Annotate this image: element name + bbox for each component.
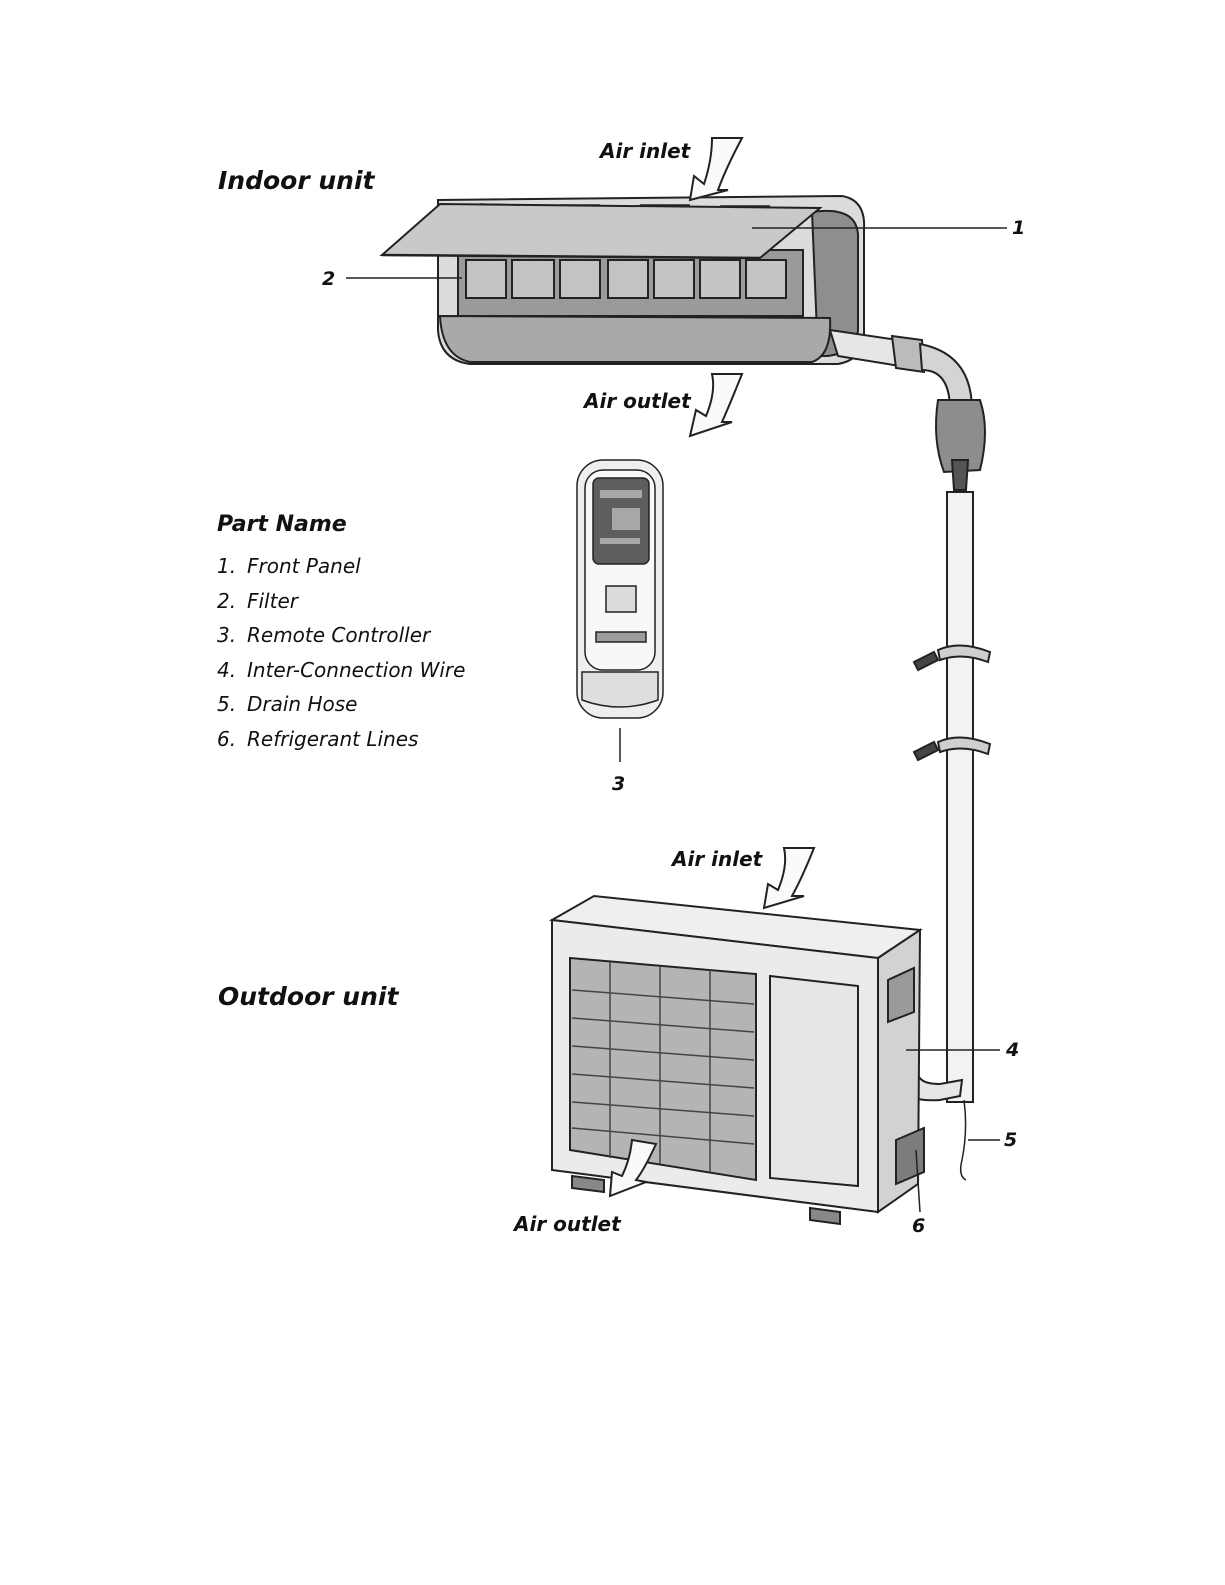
callout-2: 2 bbox=[322, 268, 335, 290]
indoor-air-inlet-arrow bbox=[690, 138, 742, 200]
remote-controller bbox=[577, 460, 663, 718]
part-item: 2.Filter bbox=[217, 587, 465, 622]
parts-list-title: Part Name bbox=[217, 512, 347, 537]
refrigerant-pipe-indoor bbox=[830, 330, 985, 490]
part-item: 3.Remote Controller bbox=[217, 621, 465, 656]
callout-5: 5 bbox=[1004, 1129, 1017, 1151]
part-number: 5. bbox=[217, 690, 247, 718]
outdoor-air-outlet-label: Air outlet bbox=[512, 1212, 622, 1236]
part-item: 4.Inter-Connection Wire bbox=[217, 656, 465, 691]
part-item: 6.Refrigerant Lines bbox=[217, 725, 465, 760]
outdoor-air-inlet-arrow bbox=[764, 848, 814, 908]
callout-6: 6 bbox=[912, 1215, 925, 1237]
part-name: Filter bbox=[247, 589, 298, 613]
part-name: Inter-Connection Wire bbox=[247, 658, 465, 682]
indoor-unit-title: Indoor unit bbox=[218, 166, 376, 195]
part-number: 1. bbox=[217, 552, 247, 580]
outdoor-unit-title: Outdoor unit bbox=[218, 982, 399, 1011]
part-number: 4. bbox=[217, 656, 247, 684]
indoor-air-outlet-arrow bbox=[690, 374, 742, 436]
indoor-unit bbox=[382, 196, 864, 364]
parts-list: 1.Front Panel 2.Filter 3.Remote Controll… bbox=[217, 552, 465, 759]
part-name: Drain Hose bbox=[247, 692, 357, 716]
part-name: Front Panel bbox=[247, 554, 361, 578]
indoor-air-outlet-label: Air outlet bbox=[582, 389, 692, 413]
part-item: 5.Drain Hose bbox=[217, 690, 465, 725]
part-item: 1.Front Panel bbox=[217, 552, 465, 587]
drain-hose bbox=[961, 1100, 966, 1180]
part-name: Refrigerant Lines bbox=[247, 727, 418, 751]
part-number: 6. bbox=[217, 725, 247, 753]
part-name: Remote Controller bbox=[247, 623, 430, 647]
part-number: 3. bbox=[217, 621, 247, 649]
part-number: 2. bbox=[217, 587, 247, 615]
callout-1: 1 bbox=[1012, 217, 1025, 239]
outdoor-air-inlet-label: Air inlet bbox=[670, 847, 764, 871]
indoor-air-inlet-label: Air inlet bbox=[598, 139, 692, 163]
callout-4: 4 bbox=[1005, 1039, 1019, 1061]
callout-3: 3 bbox=[612, 773, 625, 795]
outdoor-unit bbox=[552, 896, 924, 1224]
